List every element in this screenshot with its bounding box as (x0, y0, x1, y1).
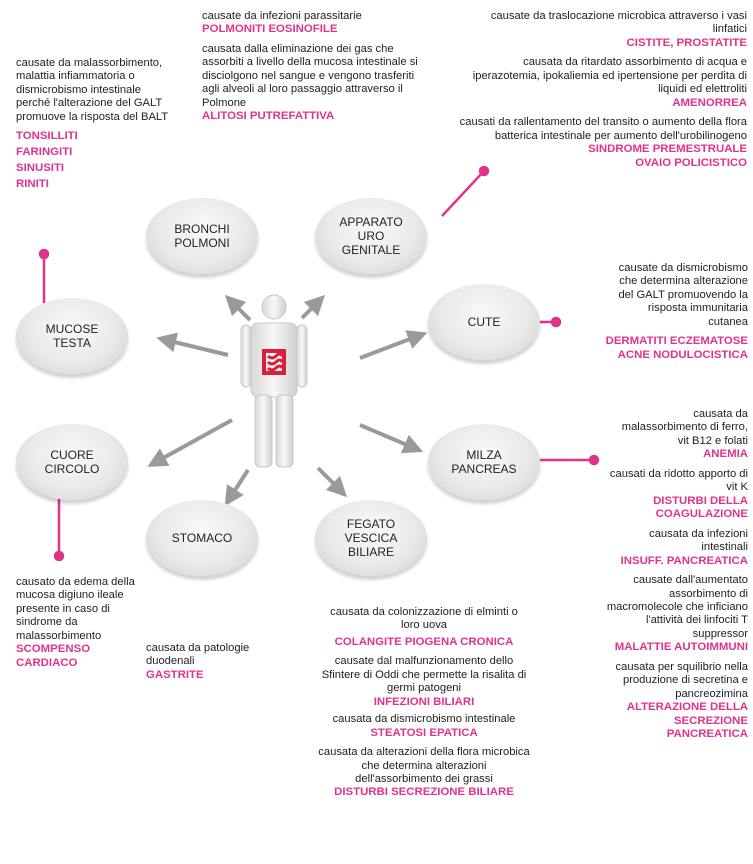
description: causati da ridotto apporto di vit K (609, 467, 748, 494)
description: causata dalla eliminazione dei gas che a… (202, 43, 418, 109)
arrow-cuore (147, 418, 233, 467)
description: causate da dismicrobismo che determina a… (618, 262, 748, 328)
condition-title: TONSILLITI (16, 130, 78, 143)
condition-title: ANEMIA (703, 448, 748, 461)
text-block-stomaco: causata da patologie duodenali GASTRITE (146, 642, 276, 682)
arrow-apparato (300, 294, 326, 320)
condition-title: POLMONITI EOSINOFILE (202, 23, 338, 36)
organ-label: CUORE CIRCOLO (44, 448, 100, 476)
arrow-milza (359, 423, 424, 454)
arrow-cute (359, 330, 428, 360)
organ-cute: CUTE (428, 284, 540, 360)
condition-title: COLANGITE PIOGENA CRONICA (334, 635, 514, 648)
text-block-cuore: causato da edema della mucosa digiuno il… (16, 576, 140, 670)
description: causate da infezioni parassitarie (202, 10, 362, 22)
description: causate da malassorbimento, malattia inf… (16, 57, 169, 123)
description: causate dall'aumentato assorbimento di m… (606, 574, 748, 640)
description: causato da edema della mucosa digiuno il… (16, 576, 135, 642)
condition-title: DISTURBI DELLA COAGULAZIONE (653, 494, 748, 521)
organ-stomaco: STOMACO (146, 500, 258, 576)
description: causata da malassorbimento di ferro, vit… (621, 408, 748, 447)
description: causata da alterazioni della flora micro… (318, 746, 530, 786)
description: causata da infezioni intestinali (649, 527, 748, 554)
text-block-cute: causate da dismicrobismo che determina a… (560, 262, 748, 362)
text-block-fegato: causata da colonizzazione di elminti o l… (300, 606, 548, 800)
organ-apparato-uro-genitale: APPARATO URO GENITALE (315, 198, 427, 274)
condition-title: OVAIO POLICISTICO (635, 156, 747, 169)
condition-title: SCOMPENSO CARDIACO (16, 643, 91, 669)
description: causate da traslocazione microbica attra… (490, 10, 747, 36)
description: causata da ritardato assorbimento di acq… (472, 56, 747, 96)
organ-fegato-vescica-biliare: FEGATO VESCICA BILIARE (315, 500, 427, 576)
organ-label: CUTE (467, 315, 501, 329)
condition-title: DISTURBI SECREZIONE BILIARE (334, 786, 514, 799)
condition-title: CISTITE, PROSTATITE (626, 36, 747, 49)
description: causata da colonizzazione di elminti o l… (330, 606, 518, 632)
text-block-milza: causata da malassorbimento di ferro, vit… (560, 408, 748, 742)
description: causata da patologie duodenali (146, 642, 250, 668)
text-block-apparato: causate da traslocazione microbica attra… (455, 10, 747, 170)
organ-milza-pancreas: MILZA PANCREAS (428, 424, 540, 500)
text-block-bronchi: causate da infezioni parassitarie POLMON… (202, 10, 428, 124)
description: causata per squilibrio nella produzione … (615, 660, 748, 700)
condition-title: SINDROME PREMESTRUALE (588, 143, 747, 156)
condition-title: ALITOSI PUTREFATTIVA (202, 110, 335, 123)
condition-title: INSUFF. PANCREATICA (620, 554, 748, 567)
organ-label: STOMACO (171, 531, 233, 545)
condition-title: ALTERAZIONE DELLA SECREZIONE PANCREATICA (626, 701, 748, 741)
organ-label: APPARATO URO GENITALE (339, 215, 403, 257)
arrow-fegato (316, 466, 348, 498)
organ-label: MILZA PANCREAS (451, 448, 517, 476)
organ-mucose-testa: MUCOSE TESTA (16, 298, 128, 374)
organ-cuore-circolo: CUORE CIRCOLO (16, 424, 128, 500)
organ-bronchi-polmoni: BRONCHI POLMONI (146, 198, 258, 274)
condition-title: ACNE NODULOCISTICA (617, 348, 748, 361)
arrow-mucose (156, 332, 229, 357)
condition-title: STEATOSI EPATICA (370, 726, 478, 739)
condition-title: DERMATITI ECZEMATOSE (605, 335, 748, 348)
condition-title: FARINGITI (16, 146, 73, 159)
description: causate dal malfunzionamento dello Sfint… (321, 655, 527, 695)
condition-title: RINITI (16, 178, 49, 191)
human-body-intestine-icon (238, 293, 310, 469)
description: causata da dismicrobismo intestinale (332, 713, 516, 726)
arrow-bronchi (224, 294, 252, 322)
condition-title: INFEZIONI BILIARI (373, 695, 475, 708)
organ-label: BRONCHI POLMONI (174, 222, 230, 250)
condition-title: AMENORREA (672, 96, 747, 109)
text-block-mucose: causate da malassorbimento, malattia inf… (16, 57, 176, 192)
arrow-stomaco (224, 468, 250, 507)
organ-label: FEGATO VESCICA BILIARE (344, 517, 398, 559)
organ-arrows (147, 294, 428, 507)
leader-apparato (441, 170, 485, 217)
description: causati da rallentamento del transito o … (459, 116, 747, 142)
condition-title: MALATTIE AUTOIMMUNI (614, 641, 748, 654)
condition-title: SINUSITI (16, 162, 65, 175)
condition-title: GASTRITE (146, 668, 204, 681)
organ-label: MUCOSE TESTA (45, 322, 99, 350)
